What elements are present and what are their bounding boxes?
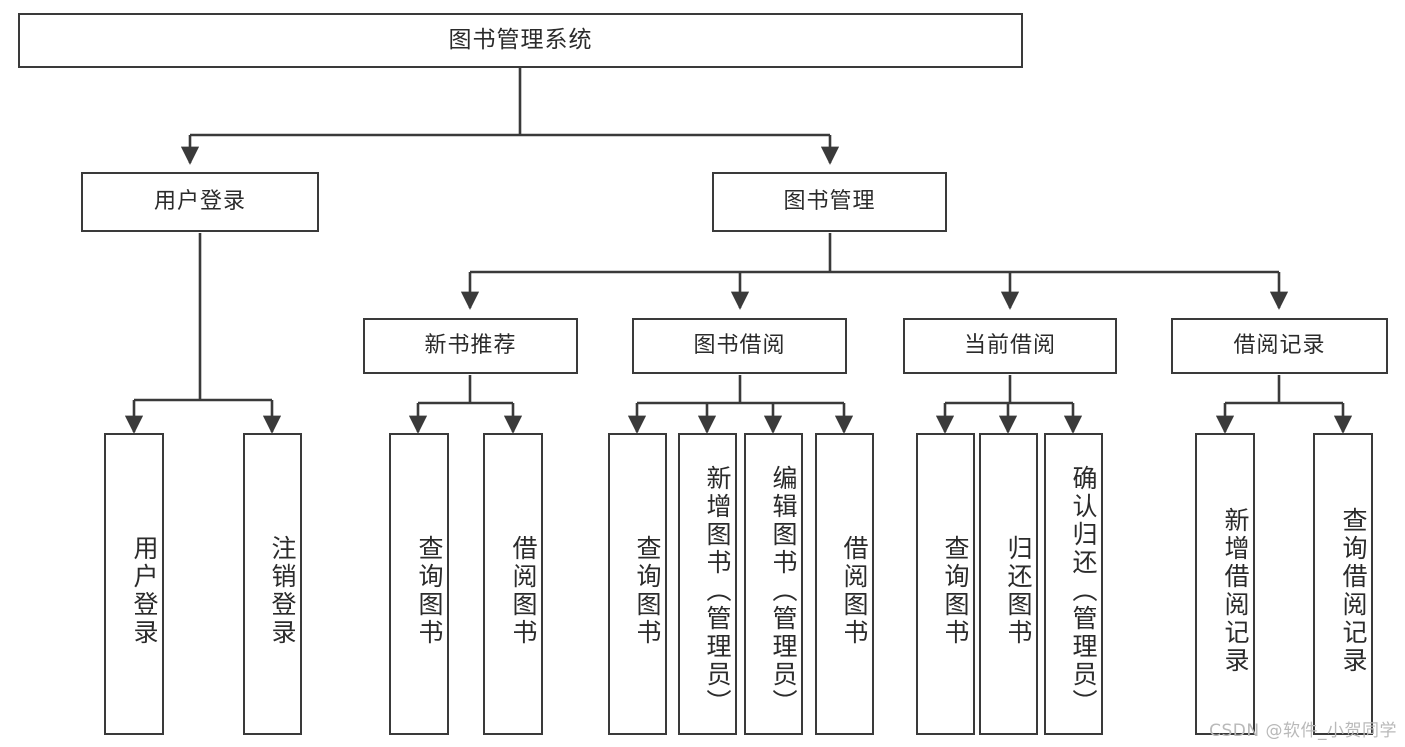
node-leaf-edit-book[interactable]: 编辑图书（管理员） [744,433,803,735]
node-borrow-record[interactable]: 借阅记录 [1171,318,1388,374]
node-new-book-recommend[interactable]: 新书推荐 [363,318,578,374]
node-leaf-query-book-borrow[interactable]: 查询图书 [608,433,667,735]
node-user-login[interactable]: 用户登录 [81,172,319,232]
node-leaf-borrow-book[interactable]: 借阅图书 [815,433,874,735]
node-leaf-confirm-return[interactable]: 确认归还（管理员） [1044,433,1103,735]
leaf-label: 注销登录 [268,535,297,647]
leaf-label: 借阅图书 [509,535,538,647]
leaf-label: 查询借阅记录 [1339,507,1368,675]
node-leaf-add-borrow-record[interactable]: 新增借阅记录 [1195,433,1255,735]
node-leaf-logout[interactable]: 注销登录 [243,433,302,735]
node-leaf-query-book-current[interactable]: 查询图书 [916,433,975,735]
leaf-label: 新增图书（管理员） [703,465,732,717]
node-leaf-borrow-book-recommend[interactable]: 借阅图书 [483,433,543,735]
leaf-label: 查询图书 [941,535,970,647]
node-book-management[interactable]: 图书管理 [712,172,947,232]
leaf-label: 编辑图书（管理员） [769,465,798,717]
leaf-label: 确认归还（管理员） [1069,465,1098,717]
node-leaf-user-login[interactable]: 用户登录 [104,433,164,735]
leaf-label: 归还图书 [1004,535,1033,647]
node-leaf-add-book[interactable]: 新增图书（管理员） [678,433,737,735]
node-leaf-query-borrow-record[interactable]: 查询借阅记录 [1313,433,1373,735]
leaf-label: 用户登录 [130,535,159,647]
node-book-borrow[interactable]: 图书借阅 [632,318,847,374]
node-current-borrow[interactable]: 当前借阅 [903,318,1117,374]
node-leaf-return-book[interactable]: 归还图书 [979,433,1038,735]
node-leaf-query-book-recommend[interactable]: 查询图书 [389,433,449,735]
leaf-label: 新增借阅记录 [1221,507,1250,675]
leaf-label: 查询图书 [415,535,444,647]
csdn-watermark: CSDN @软件_小贺同学 [1209,721,1397,741]
leaf-label: 查询图书 [633,535,662,647]
leaf-label: 借阅图书 [840,535,869,647]
node-root-system[interactable]: 图书管理系统 [18,13,1023,68]
